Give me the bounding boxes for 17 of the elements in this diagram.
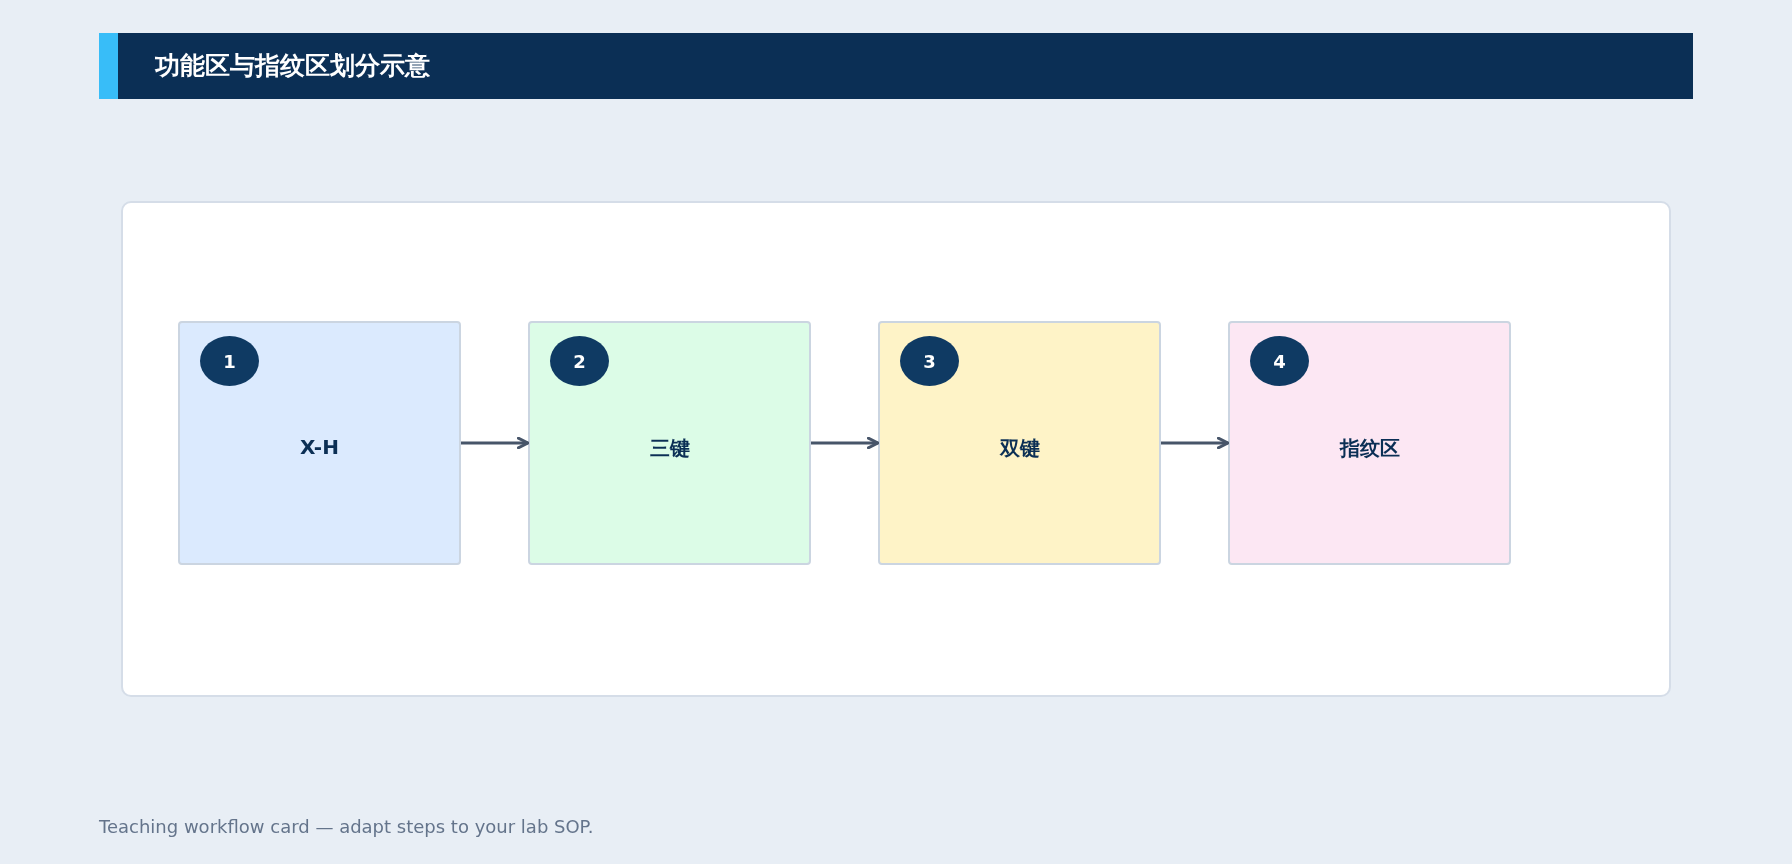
step-box [528,321,811,565]
number-badge: 2 [550,336,609,386]
arrow [1161,436,1230,450]
step-label: 三键 [648,435,691,462]
step-box [878,321,1161,565]
number-badge: 3 [900,336,959,386]
step-label: 双键 [998,435,1041,462]
arrow [811,436,880,450]
step-box [178,321,461,565]
number-badge: 1 [200,336,259,386]
caption: Teaching workflow card — adapt steps to your lab SOP. [99,816,594,837]
step-label: 指纹区 [1338,435,1401,462]
step-box [1228,321,1511,565]
arrow [461,436,530,450]
step-label: X-H [299,435,340,459]
number-badge: 4 [1250,336,1309,386]
title: 功能区与指纹区划分示意 [155,50,430,82]
